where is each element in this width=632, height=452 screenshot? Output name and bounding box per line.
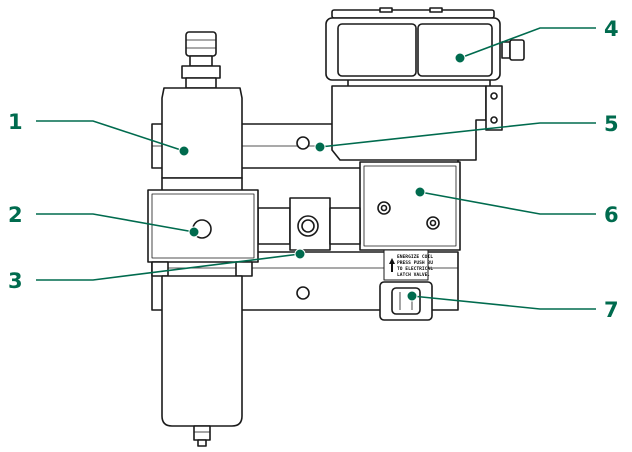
callout-number-7: 7: [604, 298, 619, 322]
override-label-line-1: ENERGIZE COIL: [397, 254, 433, 260]
callout-dot-3: [294, 248, 306, 260]
solenoid-coil: [325, 7, 525, 86]
callout-dot-7: [406, 290, 418, 302]
override-label-line-2: PRESS PUSH BU: [397, 260, 433, 266]
electrical-connector: [509, 39, 525, 61]
coil-mount: [331, 85, 503, 161]
callout-dot-4: [454, 52, 466, 64]
leader-1: [36, 120, 185, 152]
callout-number-1: 1: [8, 110, 23, 134]
callout-number-6: 6: [604, 203, 619, 227]
callout-dot-1: [178, 145, 190, 157]
callout-number-3: 3: [8, 269, 23, 293]
bracket-hole-lower: [296, 286, 310, 300]
leader-5: [319, 122, 596, 148]
callout-dot-2: [188, 226, 200, 238]
callout-leaders: [36, 27, 596, 310]
callout-number-2: 2: [8, 203, 23, 227]
leader-7: [411, 295, 596, 310]
regulator: [161, 31, 243, 193]
leader-6: [419, 191, 596, 215]
valve-body: [359, 161, 461, 251]
leader-3: [36, 253, 301, 281]
callout-dot-5: [314, 141, 326, 153]
leader-2: [36, 213, 195, 233]
bracket-hole-upper: [296, 136, 310, 150]
pipe-fitting: [257, 197, 361, 251]
override-label-line-4: LATCH VALVE.: [397, 272, 430, 278]
callout-numbers: 1 2 3 4 5 6 7: [8, 17, 619, 322]
leader-4: [459, 27, 596, 59]
callout-number-5: 5: [604, 112, 619, 136]
filter-body: [147, 189, 259, 277]
filter-bowl: [161, 275, 243, 447]
override-label: ENERGIZE COIL PRESS PUSH BU TO ELECTRICA…: [389, 254, 433, 278]
override-label-line-3: TO ELECTRICAL: [397, 266, 433, 272]
callout-dot-6: [414, 186, 426, 198]
callout-number-4: 4: [604, 17, 619, 41]
